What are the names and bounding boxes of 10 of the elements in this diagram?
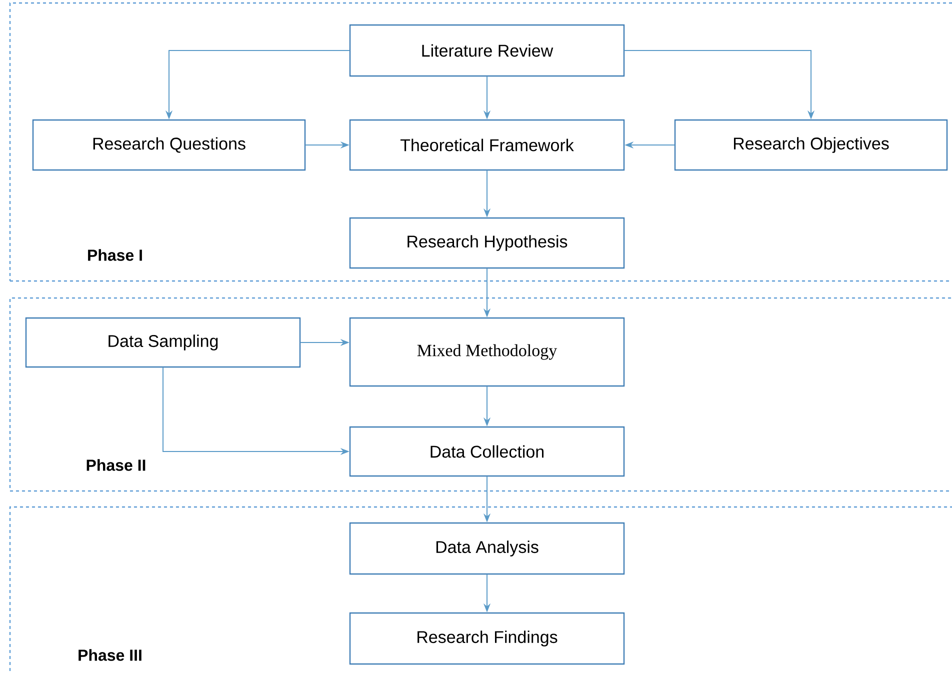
process-box: Mixed Methodology bbox=[349, 317, 625, 387]
process-box: Research Hypothesis bbox=[349, 217, 625, 269]
process-box: Research Findings bbox=[349, 612, 625, 665]
process-box: Data Collection bbox=[349, 426, 625, 477]
process-box: Literature Review bbox=[349, 24, 625, 77]
process-box: Data Sampling bbox=[25, 317, 301, 368]
process-box: Theoretical Framework bbox=[349, 119, 625, 171]
process-box: Research Objectives bbox=[674, 119, 948, 171]
process-box: Research Questions bbox=[32, 119, 306, 171]
process-box: Data Analysis bbox=[349, 522, 625, 575]
